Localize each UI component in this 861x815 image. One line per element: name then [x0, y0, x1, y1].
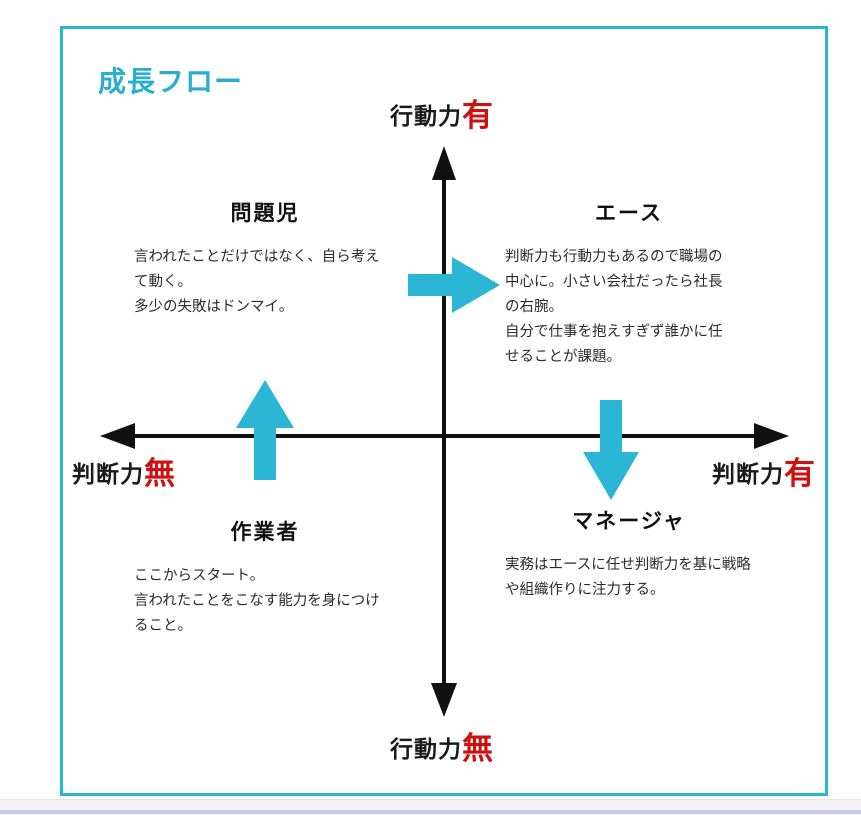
quadrant-ace-heading: エース — [595, 202, 663, 225]
axis-label-right-emphasis: 有 — [784, 456, 816, 491]
page-bottom-accent — [0, 810, 861, 814]
quadrant-manager-body: 実務はエースに任せ判断力を基に戦略 や組織作りに注力する。 — [505, 557, 751, 598]
page-title: 成長フロー — [98, 66, 244, 97]
quadrant-worker: 作業者 ここからスタート。 言われたことをこなす能力を身につけ ること。 — [134, 516, 414, 639]
quadrant-problem-child: 問題児 言われたことだけではなく、自ら考え て動く。 多少の失敗はドンマイ。 — [134, 197, 414, 320]
axis-label-bottom-text: 行動力 — [390, 736, 462, 762]
axis-label-right-text: 判断力 — [712, 461, 784, 487]
axis-label-right: 判断力有 — [712, 455, 816, 489]
axis-label-bottom: 行動力無 — [390, 730, 494, 764]
diagram-frame — [60, 26, 828, 796]
quadrant-problem-child-body: 言われたことだけではなく、自ら考え て動く。 多少の失敗はドンマイ。 — [134, 249, 380, 315]
axis-label-left: 判断力無 — [72, 455, 176, 489]
axis-label-left-text: 判断力 — [72, 461, 144, 487]
axis-label-top-text: 行動力 — [390, 103, 462, 129]
axis-label-top-emphasis: 有 — [462, 98, 494, 133]
quadrant-problem-child-heading: 問題児 — [230, 202, 300, 225]
quadrant-worker-heading: 作業者 — [230, 521, 300, 544]
quadrant-ace-body: 判断力も行動力もあるので職場の 中心に。小さい会社だったら社長 の右腕。 自分で… — [505, 249, 723, 365]
quadrant-ace: エース 判断力も行動力もあるので職場の 中心に。小さい会社だったら社長 の右腕。… — [505, 197, 795, 370]
quadrant-manager-heading: マネージャ — [572, 510, 686, 533]
axis-label-top: 行動力有 — [390, 97, 494, 131]
quadrant-manager: マネージャ 実務はエースに任せ判断力を基に戦略 や組織作りに注力する。 — [505, 505, 795, 603]
axis-label-left-emphasis: 無 — [144, 456, 176, 491]
quadrant-worker-body: ここからスタート。 言われたことをこなす能力を身につけ ること。 — [134, 568, 380, 634]
axis-label-bottom-emphasis: 無 — [462, 731, 494, 766]
